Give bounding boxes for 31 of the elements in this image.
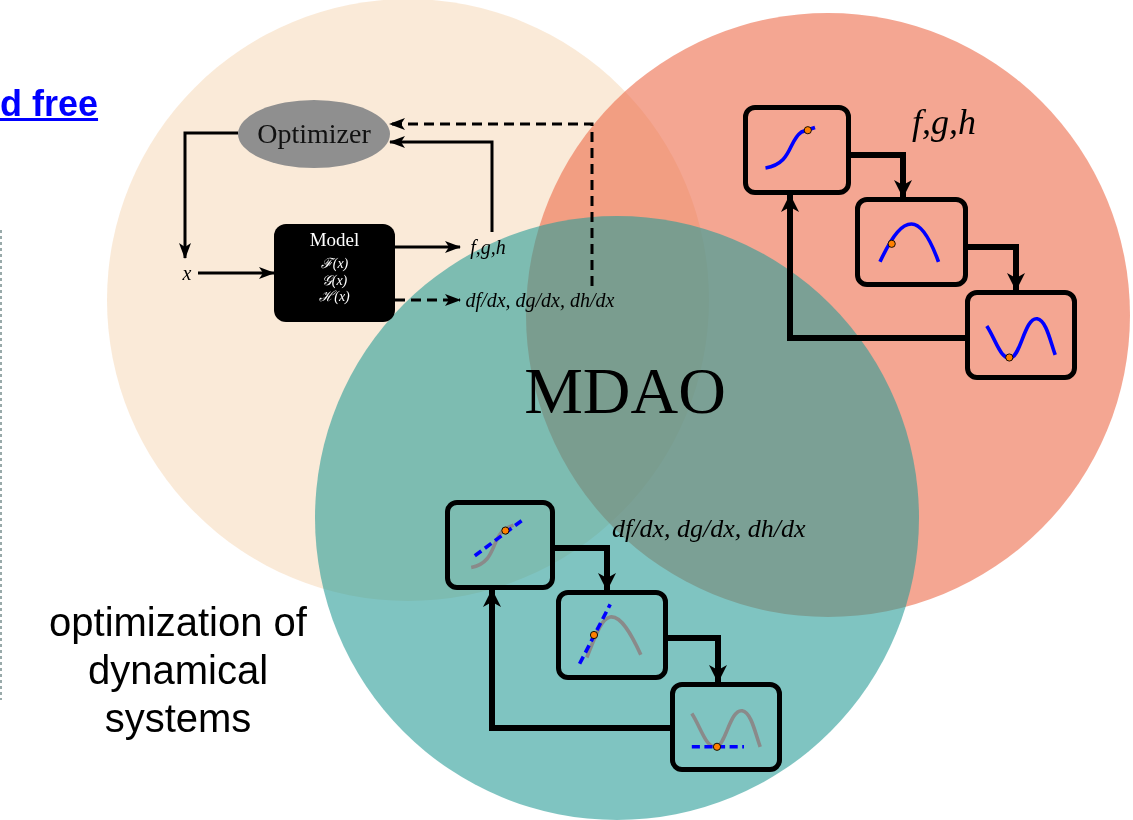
arrow (483, 589, 670, 731)
arrow (389, 136, 494, 232)
process-ellipse: Optimizer (238, 100, 390, 168)
arrow (395, 241, 461, 253)
plot-frame (965, 290, 1077, 380)
arrow (781, 194, 965, 341)
arrow (968, 244, 1025, 291)
plot-frame (743, 105, 851, 195)
caption-text: optimization of dynamical systems (48, 599, 308, 742)
arrow (851, 152, 912, 198)
link-text: d free (0, 86, 100, 126)
arrow (389, 118, 594, 286)
plot-frame (445, 500, 555, 590)
arrow (668, 635, 727, 683)
arrow (555, 545, 616, 591)
plot-frame (670, 682, 782, 772)
center-title: MDAO (523, 358, 727, 429)
process-box (274, 224, 395, 322)
derivative-label: df/dx, dg/dx, dh/dx (612, 516, 807, 545)
function-text: 𝒢(x) (321, 272, 348, 290)
box-title: Model (309, 228, 360, 252)
math-text: df/dx, dg/dx, dh/dx (460, 286, 620, 314)
function-text: ℱ(x) (320, 255, 349, 273)
function-text: ℋ(x) (319, 289, 350, 307)
plot-frame (855, 197, 968, 287)
math-text: x (176, 258, 198, 288)
arrow (198, 267, 275, 279)
arrow (179, 131, 238, 259)
function-label: f,g,h (912, 104, 977, 144)
plot-frame (556, 590, 668, 680)
arrow (395, 294, 461, 306)
